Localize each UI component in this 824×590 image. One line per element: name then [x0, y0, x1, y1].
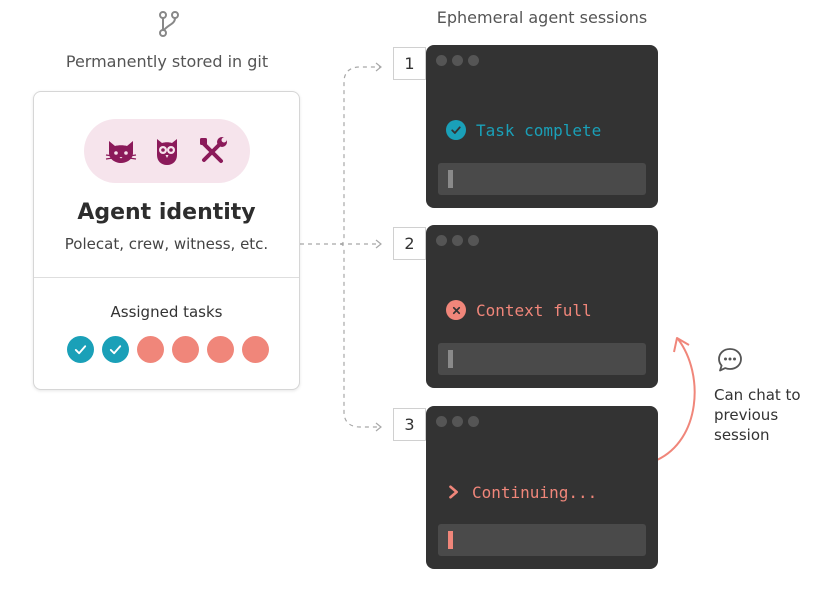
task-pending-dot: [172, 336, 199, 363]
card-divider: [34, 277, 299, 278]
cat-icon: [105, 141, 137, 163]
cursor: [448, 170, 453, 188]
session-number-1: 1: [393, 47, 426, 80]
session-number-3: 3: [393, 408, 426, 441]
agent-identity-card: Agent identity Polecat, crew, witness, e…: [33, 91, 300, 390]
terminal-input: [438, 524, 646, 556]
chevron-right-icon: [446, 482, 462, 502]
status-text: Continuing...: [472, 482, 598, 502]
identity-subtitle: Polecat, crew, witness, etc.: [64, 235, 269, 253]
window-dots: [436, 55, 479, 66]
session-status: Continuing...: [446, 482, 597, 502]
left-caption: Permanently stored in git: [65, 52, 269, 71]
owl-icon: [157, 139, 177, 165]
check-icon: [109, 345, 122, 355]
window-dots: [436, 235, 479, 246]
tools-icon: [200, 137, 227, 163]
chat-arrow: [656, 338, 696, 461]
right-caption: Ephemeral agent sessions: [436, 8, 648, 27]
chat-note: Can chat to previous session: [714, 386, 801, 444]
session-terminal-1: Task complete: [426, 45, 658, 208]
identity-title: Agent identity: [77, 200, 256, 225]
role-icons-pill: [84, 119, 250, 183]
session-terminal-2: Context full: [426, 225, 658, 388]
task-dots: [67, 336, 269, 363]
task-pending-dot: [207, 336, 234, 363]
session-number-2: 2: [393, 227, 426, 260]
task-pending-dot: [242, 336, 269, 363]
status-text: Context full: [476, 300, 592, 320]
x-circle-icon: [446, 300, 466, 320]
window-dots: [436, 416, 479, 427]
tasks-label: Assigned tasks: [110, 303, 223, 321]
task-done-dot: [67, 336, 94, 363]
cursor: [448, 531, 453, 549]
git-branch-icon: [159, 11, 179, 37]
check-icon: [74, 345, 87, 355]
session-status: Context full: [446, 300, 592, 320]
terminal-input: [438, 163, 646, 195]
cursor: [448, 350, 453, 368]
task-pending-dot: [137, 336, 164, 363]
session-status: Task complete: [446, 120, 601, 140]
check-circle-icon: [446, 120, 466, 140]
session-terminal-3: Continuing...: [426, 406, 658, 569]
terminal-input: [438, 343, 646, 375]
chat-bubble-icon: [718, 348, 742, 372]
status-text: Task complete: [476, 120, 602, 140]
task-done-dot: [102, 336, 129, 363]
